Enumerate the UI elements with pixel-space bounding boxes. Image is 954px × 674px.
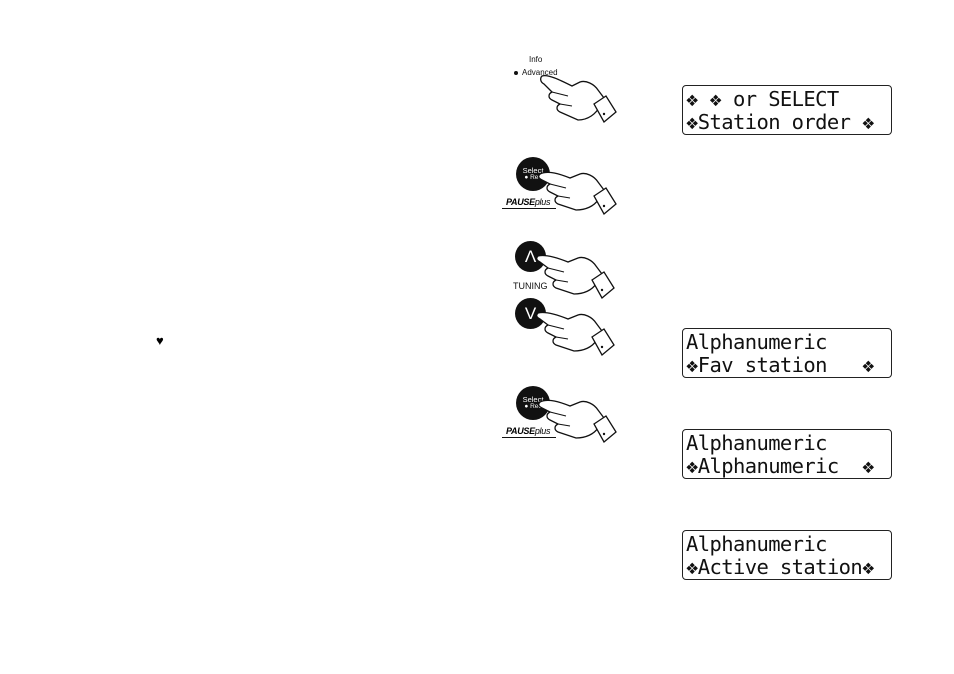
lcd-line-2: ❖Fav station ❖	[686, 353, 887, 377]
hand-pointer-icon	[536, 392, 618, 448]
hand-pointer-icon	[536, 164, 618, 220]
tuning-label: TUNING	[513, 281, 548, 291]
pauseplus-underline	[502, 437, 556, 438]
lcd-display: ❖ ❖ or SELECT ❖Station order ❖	[682, 85, 892, 135]
lcd-line-2: ❖Alphanumeric ❖	[686, 454, 887, 478]
info-label: Info	[529, 55, 542, 64]
lcd-display: Alphanumeric ❖Fav station ❖	[682, 328, 892, 378]
pauseplus-underline	[502, 208, 556, 209]
lcd-display: Alphanumeric ❖Alphanumeric ❖	[682, 429, 892, 479]
lcd-line-1: Alphanumeric	[686, 532, 887, 556]
lcd-display: Alphanumeric ❖Active station❖	[682, 530, 892, 580]
lcd-line-2: ❖Active station❖	[686, 555, 887, 579]
lcd-line-2: ❖Station order ❖	[686, 110, 887, 134]
lcd-line-1: Alphanumeric	[686, 330, 887, 354]
pauseplus-logo: PAUSEplus	[506, 197, 550, 207]
advanced-dot-icon	[514, 71, 518, 75]
lcd-line-1: ❖ ❖ or SELECT	[686, 87, 887, 111]
lcd-line-1: Alphanumeric	[686, 431, 887, 455]
hand-pointer-icon	[534, 305, 616, 361]
hand-pointer-icon	[538, 70, 618, 132]
heart-icon: ♥	[156, 334, 164, 347]
pauseplus-logo: PAUSEplus	[506, 426, 550, 436]
hand-pointer-icon	[534, 248, 616, 304]
